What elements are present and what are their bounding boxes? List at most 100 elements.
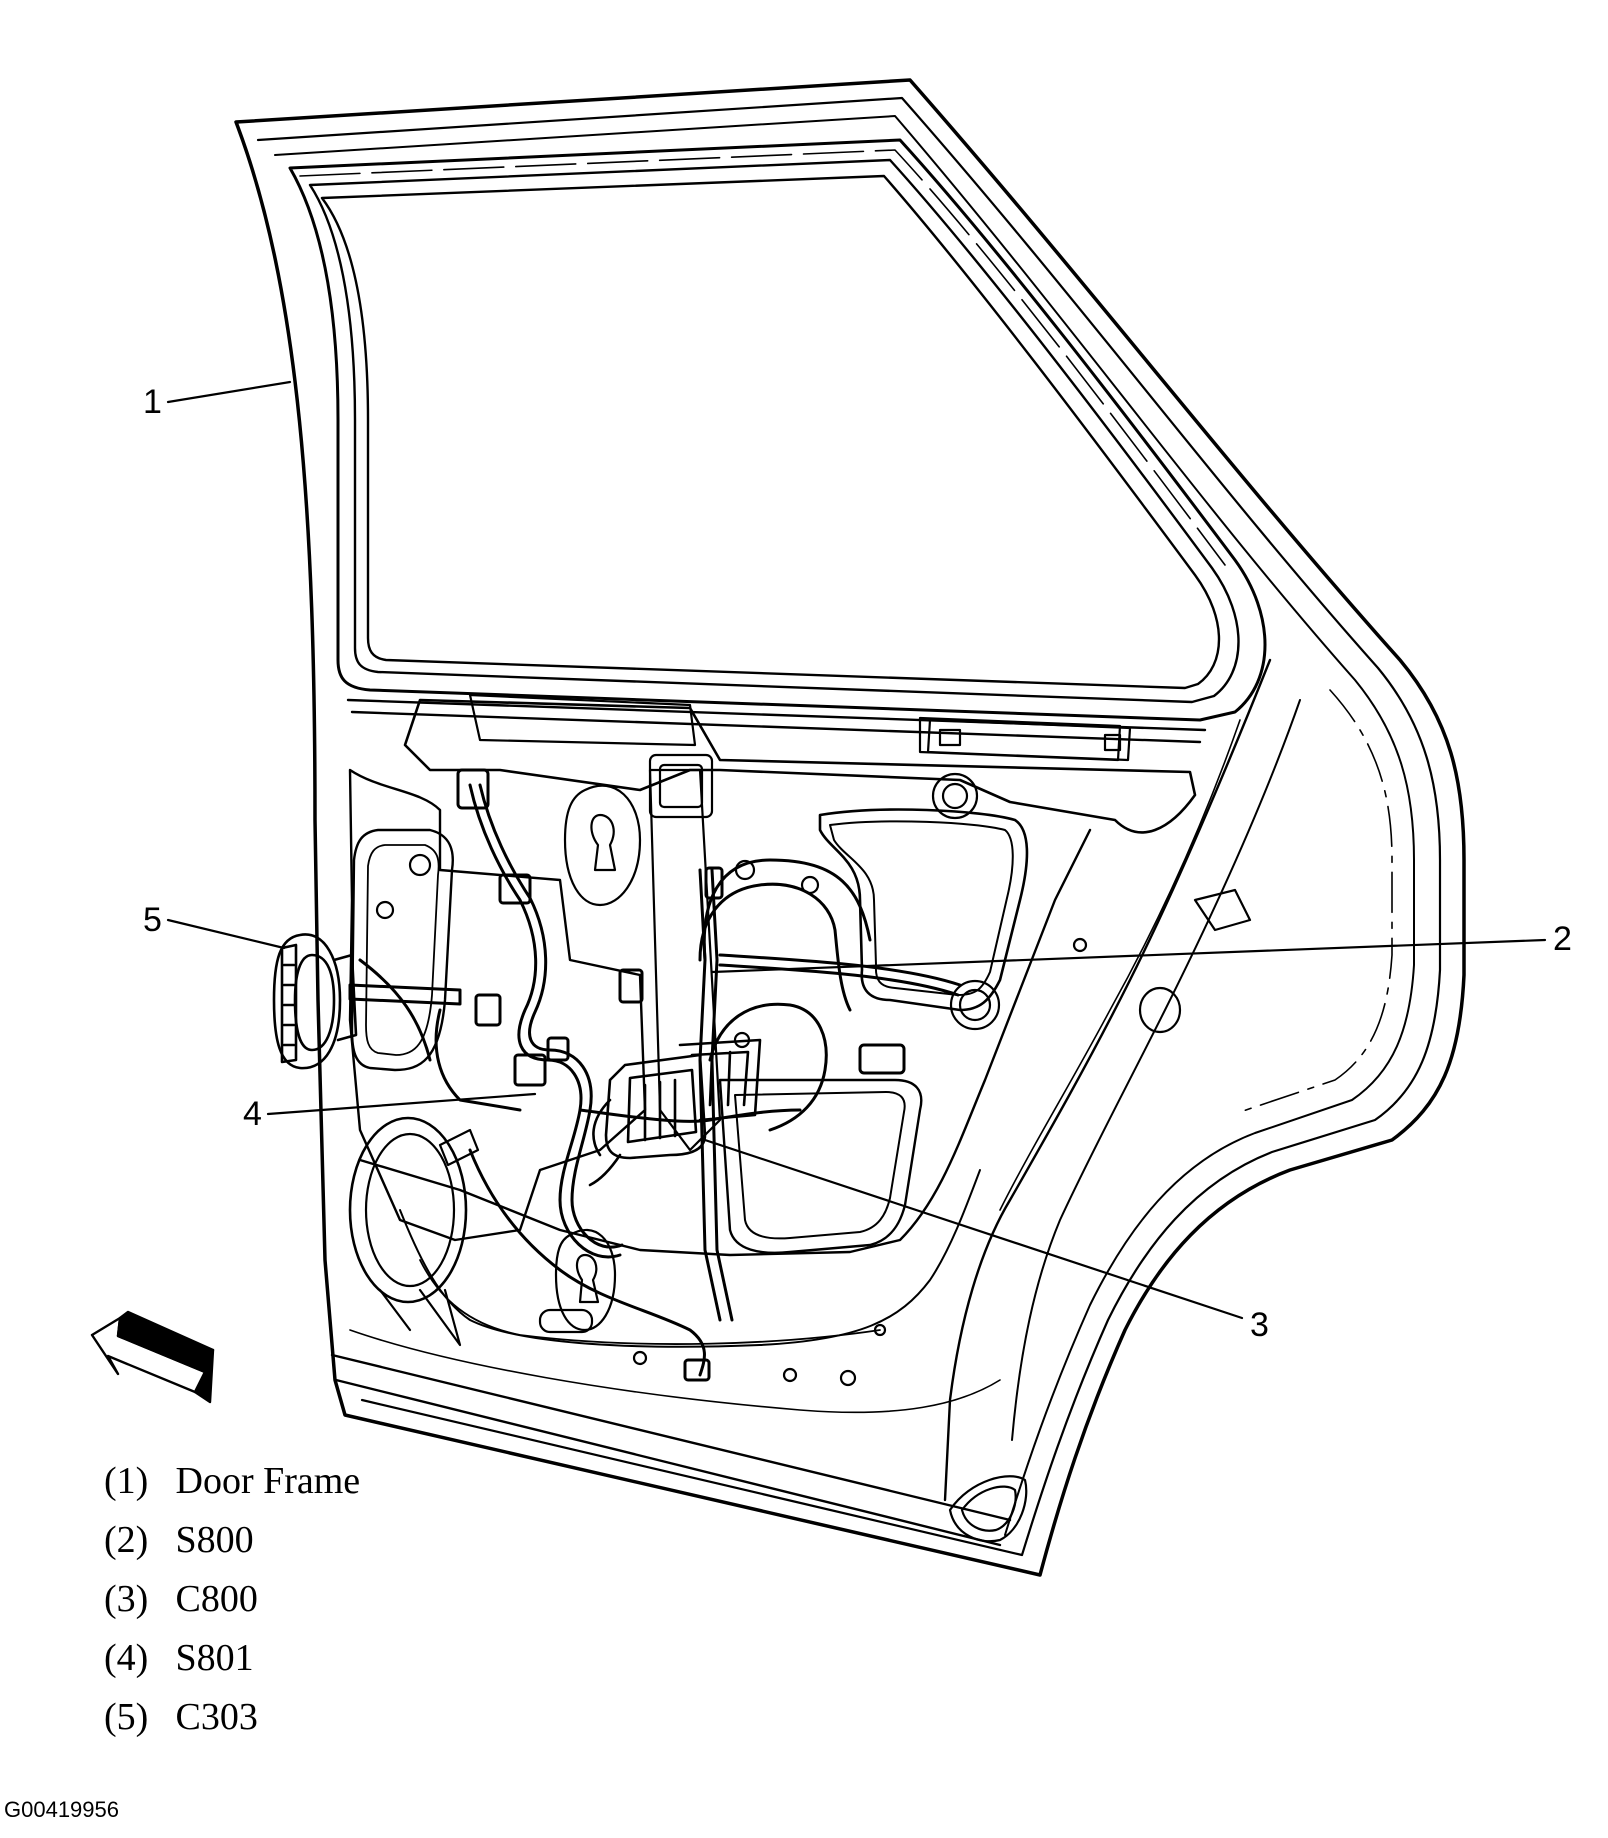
inner-panel-lower-2 <box>399 1169 981 1348</box>
access-opening-left-inner <box>365 844 440 1056</box>
speaker-inner <box>364 1132 456 1288</box>
legend-label: C800 <box>175 1578 258 1620</box>
c303-body <box>280 943 298 1064</box>
inner-panel-body <box>348 768 647 1242</box>
door-frame <box>234 78 1466 1577</box>
legend-number: (1) <box>104 1460 149 1502</box>
connector-small-1 <box>618 968 644 1004</box>
legend-number: (4) <box>104 1637 149 1679</box>
harness-right-run <box>718 953 962 997</box>
legend-number: (2) <box>104 1519 149 1561</box>
harness-branch-right <box>578 1108 802 1123</box>
speaker-connector <box>438 1128 480 1167</box>
harness-lower-run <box>468 1148 706 1377</box>
s801-clip <box>546 1036 570 1062</box>
legend-item-s800: (2) S800 <box>104 1511 360 1570</box>
c303-boot <box>332 953 358 1042</box>
hole-1 <box>375 900 395 920</box>
speaker-legs <box>378 1288 462 1347</box>
legend-label: C303 <box>175 1696 258 1738</box>
inner-panel-outline <box>403 698 1197 834</box>
window-opening <box>288 138 1267 744</box>
handle-pocket-lower <box>948 1475 1028 1543</box>
grommet-right-inner <box>958 988 992 1022</box>
door-inner-edge-3 <box>999 719 1241 1211</box>
leader-line-1 <box>166 380 292 404</box>
callout-1: 1 <box>143 383 162 421</box>
c303-connector <box>272 933 358 1070</box>
harness-main-2 <box>478 783 624 1249</box>
door-switch-pad <box>858 1043 906 1075</box>
c800-mate-inner <box>690 1050 750 1107</box>
legend: (1) Door Frame (2) S800 (3) C800 (4) S80… <box>104 1452 360 1747</box>
callout-4: 4 <box>243 1095 262 1133</box>
door-shell-inner-line-1 <box>256 96 1442 1557</box>
hole-10 <box>873 1323 887 1337</box>
harness-upper-right <box>702 858 872 962</box>
grommet-right <box>949 979 1001 1031</box>
grommet-top <box>931 772 979 820</box>
leader-lines <box>166 380 1547 1320</box>
keyhole-lower <box>554 1228 617 1332</box>
door-shell-inner-line-2 <box>274 115 1415 1536</box>
legend-item-door-frame: (1) Door Frame <box>104 1452 360 1511</box>
legend-number: (3) <box>104 1578 149 1620</box>
legend-label: S800 <box>175 1519 254 1561</box>
pillar-bracket <box>1193 888 1252 932</box>
connector-small-2 <box>474 993 502 1027</box>
hole-7 <box>782 1367 798 1383</box>
upper-window-motor-pad-inner <box>658 763 704 809</box>
access-opening-right-inner <box>829 820 1014 996</box>
hole-6 <box>632 1350 648 1366</box>
hole-5 <box>1072 937 1088 953</box>
speaker <box>348 1116 480 1347</box>
harness-to-c303 <box>348 983 462 1006</box>
connector-lower <box>683 1358 711 1382</box>
c303-grommet-outer <box>272 933 342 1070</box>
leader-line-5 <box>166 918 286 950</box>
grommet-top-inner <box>941 782 969 810</box>
access-opening-left <box>350 828 454 1072</box>
window-frame-inner <box>308 158 1240 704</box>
lower-slot <box>538 1308 594 1334</box>
door-inner-edge-2 <box>1011 699 1301 1441</box>
c303-grommet-inner <box>293 953 336 1052</box>
upper-window-motor-pad <box>648 753 714 819</box>
arrow-shadow-tail <box>193 1348 215 1404</box>
panel-holes <box>375 718 1252 1543</box>
callout-3: 3 <box>1250 1306 1269 1344</box>
legend-item-s801: (4) S801 <box>104 1629 360 1688</box>
inner-panel-lower <box>358 828 1092 1257</box>
leader-line-3 <box>703 1138 1244 1320</box>
leader-line-4 <box>266 1092 537 1116</box>
access-opening-lower-inner <box>734 1091 906 1240</box>
inner-panel-lower-3 <box>419 1259 881 1345</box>
access-opening-lower <box>718 1078 923 1254</box>
door-outer-outline <box>234 78 1466 1577</box>
handle-pocket-lower-inner <box>960 1485 1017 1532</box>
legend-label: Door Frame <box>175 1460 361 1502</box>
view-direction-arrow-icon <box>90 1310 215 1404</box>
speaker-outer <box>348 1116 468 1304</box>
connector-clip <box>513 1053 547 1087</box>
callout-2: 2 <box>1553 920 1572 958</box>
c303-teeth <box>282 963 296 1047</box>
door-inner-edge <box>943 658 1272 1502</box>
hole-8 <box>839 1369 857 1387</box>
c800-body <box>604 1053 707 1160</box>
legend-label: S801 <box>175 1637 254 1679</box>
keyhole-lower-inner <box>575 1253 600 1304</box>
pillar-hole <box>1138 986 1182 1034</box>
window-seal-line <box>299 149 1226 566</box>
door-bottom-edge <box>330 1353 1012 1547</box>
c800-connector <box>588 1038 762 1187</box>
window-frame-outer <box>288 138 1267 722</box>
harness-branch-left <box>358 958 522 1112</box>
harness-loop-lower <box>708 1002 828 1132</box>
harness-loop-upper <box>698 882 852 1012</box>
callout-5: 5 <box>143 901 162 939</box>
legend-item-c303: (5) C303 <box>104 1688 360 1747</box>
keyhole-upper <box>563 784 642 907</box>
access-opening-right <box>818 808 1029 1012</box>
